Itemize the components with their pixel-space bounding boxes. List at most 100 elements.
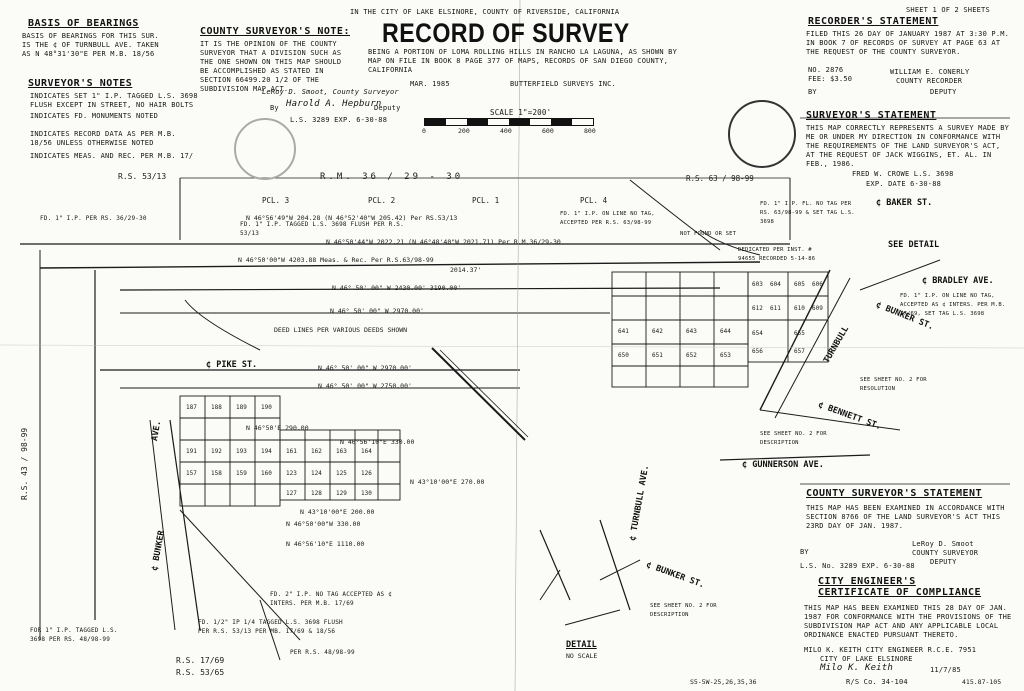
street-label: SEE DETAIL: [888, 240, 940, 250]
recorders-statement-text: FILED THIS 26 DAY OF JANUARY 1987 AT 3:3…: [806, 30, 1010, 56]
lot-number: 157: [186, 470, 197, 477]
lot-number: 653: [720, 352, 731, 359]
lot-number: 612: [752, 305, 763, 312]
lot-number: 650: [618, 352, 629, 359]
scale-tick: 400: [500, 127, 512, 135]
county-statement-deputy: DEPUTY: [930, 558, 957, 566]
bearing-label: N 46°50'44"W 2022.21 (N 46°48'40"W 2021.…: [326, 238, 561, 246]
scale-bar: [424, 118, 594, 126]
lot-number: 125: [336, 470, 347, 477]
engineer-footer: R/S Co. 34-104: [846, 678, 908, 686]
lot-number: 654: [752, 330, 763, 337]
recorders-no: NO. 2876: [808, 66, 844, 74]
map-note: NOT FOUND OR SET: [680, 231, 737, 237]
detail-scale: NO SCALE: [566, 652, 598, 660]
lot-number: 655: [794, 330, 805, 337]
recorders-statement-heading: RECORDER'S STATEMENT: [808, 16, 939, 27]
county-note-license: L.S. 3289 EXP. 6-30-88: [290, 116, 388, 124]
lot-number: 192: [211, 448, 222, 455]
county-statement-title: COUNTY SURVEYOR: [912, 549, 979, 557]
bearing-label: 2014.37': [450, 266, 482, 274]
lot-number: 129: [336, 490, 347, 497]
recorders-fee: FEE: $3.50: [808, 75, 853, 83]
surveyors-notes-heading: SURVEYOR'S NOTES: [28, 78, 133, 89]
county-note-signature: Harold A. Hepburn: [286, 99, 382, 109]
map-note: FOR 1" I.P. TAGGED L.S. 3698 PER RS. 48/…: [30, 627, 118, 643]
parcel-label: PCL. 2: [368, 196, 396, 205]
street-label: ¢ GUNNERSON AVE.: [742, 460, 824, 470]
lot-number: 603: [752, 281, 763, 288]
surveyors-note-item: INDICATES SET 1" I.P. TAGGED L.S. 3698 F…: [30, 92, 198, 109]
recorders-deputy: DEPUTY: [930, 88, 957, 96]
location-header: IN THE CITY OF LAKE ELSINORE, COUNTY OF …: [350, 8, 620, 16]
surveyors-statement-heading: SURVEYOR'S STATEMENT: [806, 110, 937, 121]
bearing-label: N 46° 50' 00" W 2430.00' 3190.00': [332, 284, 462, 292]
lot-number: 164: [361, 448, 372, 455]
map-ref: R.S. 53/65: [176, 668, 225, 677]
lot-number: 130: [361, 490, 372, 497]
bearing-label: N 46°56'49"W 204.28 (N 46°52'40"W 205.42…: [246, 214, 458, 222]
deed-lines-label: DEED LINES PER VARIOUS DEEDS SHOWN: [274, 326, 408, 334]
county-statement-by: BY: [800, 548, 809, 556]
lot-number: 642: [652, 328, 663, 335]
parcel-label: PCL. 3: [262, 196, 290, 205]
county-seal-stamp: [234, 118, 296, 180]
engineer-cert-heading: CITY ENGINEER'S CERTIFICATE OF COMPLIANC…: [818, 576, 982, 598]
county-note-deputy: Deputy: [374, 104, 401, 112]
engineer-sig-date: 11/7/85: [930, 666, 961, 674]
lot-number: 609: [812, 305, 823, 312]
lot-number: 644: [720, 328, 731, 335]
bearing-label: N 46°56'10"E 330.00: [340, 438, 415, 446]
map-subtitle: BEING A PORTION OF LOMA ROLLING HILLS IN…: [368, 48, 678, 74]
lot-number: 651: [652, 352, 663, 359]
map-ref: R.S. 53/13: [118, 172, 167, 181]
map-note: DEDICATED PER INST. # 94655 RECORDED 5-1…: [738, 247, 816, 262]
surveyors-statement-signer: FRED W. CROWE L.S. 3698: [852, 170, 954, 178]
map-note: FD. 1/2" IP 1/4 TAGGED L.S. 3698 FLUSH P…: [198, 619, 343, 635]
bearing-label: N 46°56'10"E 1110.00: [286, 540, 365, 548]
lot-number: 189: [236, 404, 247, 411]
county-statement-license: L.S. No. 3289 EXP. 6-30-88: [800, 562, 915, 570]
scale-tick: 0: [422, 127, 426, 135]
lot-number: 128: [311, 490, 322, 497]
lot-number: 187: [186, 404, 197, 411]
county-statement-signer: LeRoy D. Smoot: [912, 540, 974, 548]
surveyors-note-item: INDICATES FD. MONUMENTS NOTED: [30, 112, 159, 120]
bearing-label: N 43°10'00"E 200.00: [300, 508, 375, 516]
county-statement-text: THIS MAP HAS BEEN EXAMINED IN ACCORDANCE…: [806, 504, 1005, 530]
bearing-label: N 46° 50' 00" W 2750.00': [318, 382, 412, 390]
detail-label: DETAIL: [566, 640, 597, 650]
lot-number: 188: [211, 404, 222, 411]
engineer-cert-city: CITY OF LAKE ELSINORE: [820, 655, 913, 663]
bearing-label: N 43°10'00"E 270.00: [410, 478, 485, 486]
lot-number: 159: [236, 470, 247, 477]
lot-number: 193: [236, 448, 247, 455]
lot-number: 161: [286, 448, 297, 455]
surveyors-note-item: INDICATES MEAS. AND REC. PER M.B. 17/: [30, 152, 194, 160]
lot-number: 605: [794, 281, 805, 288]
map-note: SEE SHEET NO. 2 FOR DESCRIPTION: [650, 603, 717, 618]
lot-number: 610: [794, 305, 805, 312]
map-note: FD. 1" I.P. PER RS. 36/29-30: [40, 215, 147, 222]
map-ref: R.M. 36 / 29 - 30: [320, 172, 464, 182]
street-label: ¢ BAKER ST.: [876, 198, 933, 208]
surveyors-statement-exp: EXP. DATE 6-30-88: [866, 180, 942, 188]
lot-number: 656: [752, 348, 763, 355]
lot-number: 611: [770, 305, 781, 312]
parcel-label: PCL. 1: [472, 196, 500, 205]
map-note: FD. 1" I.P. FL. NO TAG PER RS. 63/98-99 …: [760, 201, 855, 225]
street-label: ¢ BRADLEY AVE.: [922, 276, 994, 286]
lot-number: 191: [186, 448, 197, 455]
map-note: PER R.S. 48/98-99: [290, 649, 355, 656]
scale-label: SCALE 1"=200': [490, 108, 552, 117]
lot-number: 190: [261, 404, 272, 411]
bearing-label: N 46° 50' 00" W 2970.00': [330, 307, 424, 315]
surveyor-seal-stamp: [728, 100, 796, 168]
lot-number: 643: [686, 328, 697, 335]
engineer-cert-signer: MILO K. KEITH CITY ENGINEER R.C.E. 7951: [804, 646, 977, 654]
map-ref: R.S. 63 / 98-99: [686, 174, 754, 183]
scale-tick: 200: [458, 127, 470, 135]
map-note: FD. 1" I.P. ON LINE NO TAG, ACCEPTED AS …: [900, 293, 1006, 317]
